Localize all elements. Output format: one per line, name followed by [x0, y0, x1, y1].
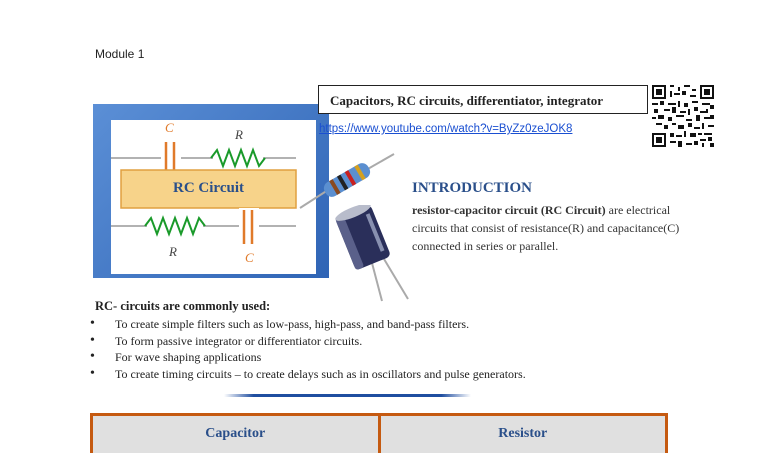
video-link[interactable]: https://www.youtube.com/watch?v=ByZz0zeJ…	[319, 123, 573, 135]
uses-heading: RC- circuits are commonly used:	[95, 299, 271, 313]
comparison-table: Capacitor Resistor	[90, 413, 668, 453]
table-header-resistor: Resistor	[380, 416, 665, 453]
rc-circuit-illustration	[111, 140, 297, 246]
resistor-photo	[299, 153, 395, 209]
list-item: To create simple filters such as low-pas…	[88, 316, 526, 333]
rc-circuit-diagram: C R RC Circuit R C	[111, 120, 316, 274]
table-header-capacitor: Capacitor	[93, 416, 381, 453]
intro-body-text: are electrical circuits that consist of …	[412, 203, 680, 253]
intro-paragraph: resistor-capacitor circuit (RC Circuit) …	[412, 201, 682, 255]
capacitor-top-label: C	[165, 120, 174, 135]
module-label: Module 1	[95, 47, 145, 61]
intro-bold-lead: resistor-capacitor circuit (RC Circuit)	[412, 203, 606, 217]
list-item: To create timing circuits – to create de…	[88, 366, 526, 383]
resistor-bottom-label: R	[169, 244, 177, 259]
intro-heading: INTRODUCTION	[412, 180, 533, 196]
capacitor-bottom-label: C	[245, 250, 254, 265]
section-divider	[224, 394, 471, 397]
rc-circuit-label: RC Circuit	[173, 180, 244, 196]
qr-code[interactable]	[652, 85, 714, 147]
resistor-top-label: R	[235, 127, 243, 142]
banner-title: Capacitors, RC circuits, differentiator,…	[318, 85, 648, 114]
uses-list: To create simple filters such as low-pas…	[88, 316, 526, 382]
list-item: To form passive integrator or differenti…	[88, 333, 526, 350]
list-item: For wave shaping applications	[88, 349, 526, 366]
capacitor-photo	[335, 205, 409, 302]
